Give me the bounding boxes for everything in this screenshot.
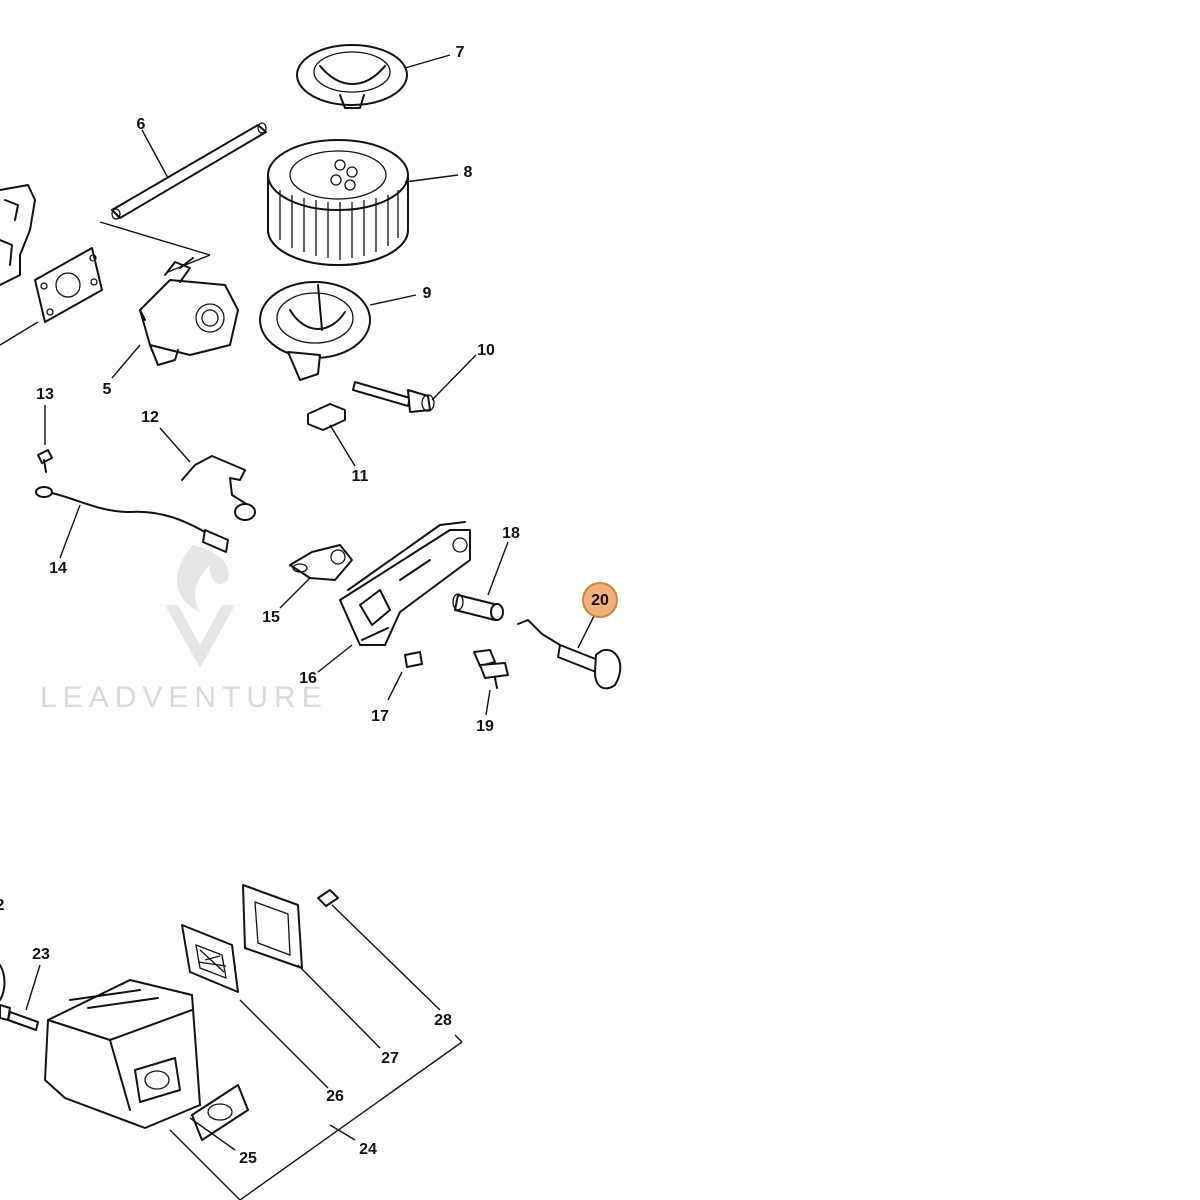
part-20-choke-rod: [517, 619, 622, 690]
part-10-bolt: [352, 381, 435, 413]
partial-lower-housing: [0, 964, 6, 1001]
leadventure-watermark: LEADVENTURE: [40, 545, 328, 714]
v-logo-icon: [165, 605, 235, 668]
part-17-pad: [404, 651, 423, 668]
callout-25[interactable]: 25: [239, 1150, 257, 1167]
part-15-bracket: [289, 544, 353, 581]
callout-11[interactable]: 11: [352, 468, 369, 485]
flame-logo-icon: [177, 545, 229, 612]
callout-9[interactable]: 9: [423, 285, 432, 302]
part-11-spacer: [307, 403, 346, 431]
callout-7[interactable]: 7: [456, 44, 465, 61]
part-28-screw: [317, 889, 339, 907]
part-19-switch: [473, 649, 509, 689]
part-6-tube: [99, 122, 267, 273]
part-14-ground-cable: [35, 486, 229, 553]
callout-20[interactable]: 20: [591, 592, 609, 609]
part-16-base-plate: [339, 521, 471, 646]
part-24-muffler: [44, 979, 201, 1129]
part-23-screw: [0, 1004, 39, 1031]
part-9-filter-base: [259, 281, 371, 381]
callout-12[interactable]: 12: [141, 409, 159, 426]
part-13-screw: [37, 449, 53, 473]
callout-14[interactable]: 14: [49, 560, 67, 577]
part-7-filter-cap: [296, 44, 408, 109]
part-27-deflector: [242, 884, 303, 969]
partial-engine-housing: [0, 184, 36, 286]
part-12-wire-bracket: [181, 455, 256, 521]
leader-lines: [0, 54, 596, 1200]
part-26-spark-screen: [181, 924, 239, 993]
callout-19[interactable]: 19: [476, 718, 494, 735]
callout-28[interactable]: 28: [434, 1012, 452, 1029]
part-8-air-filter: [267, 139, 409, 266]
callout-23[interactable]: 23: [32, 946, 50, 963]
callout-24[interactable]: 24: [359, 1141, 377, 1158]
callout-6[interactable]: 6: [137, 116, 146, 133]
highlight-marker[interactable]: [582, 582, 618, 618]
callout-26[interactable]: 26: [326, 1088, 344, 1105]
callout-10[interactable]: 10: [477, 342, 495, 359]
callout-17[interactable]: 17: [371, 708, 389, 725]
part-18-sleeve: [452, 593, 504, 621]
callout-15[interactable]: 15: [262, 609, 280, 626]
watermark-text: LEADVENTURE: [40, 681, 328, 714]
callout-8[interactable]: 8: [464, 164, 473, 181]
callout-16[interactable]: 16: [299, 670, 317, 687]
part-5-carburetor: [139, 257, 239, 366]
callout-18[interactable]: 18: [502, 525, 520, 542]
callout-5[interactable]: 5: [103, 381, 112, 398]
callout-13[interactable]: 13: [36, 386, 54, 403]
callout-2[interactable]: 2: [0, 897, 5, 914]
callout-labels: 2 5 6 7 8 9 10 11 12 13 14 15 16 17 18 1…: [0, 44, 609, 1167]
callout-27[interactable]: 27: [381, 1050, 399, 1067]
part-25-gasket: [191, 1084, 249, 1141]
carburetor-gasket: [34, 247, 103, 323]
